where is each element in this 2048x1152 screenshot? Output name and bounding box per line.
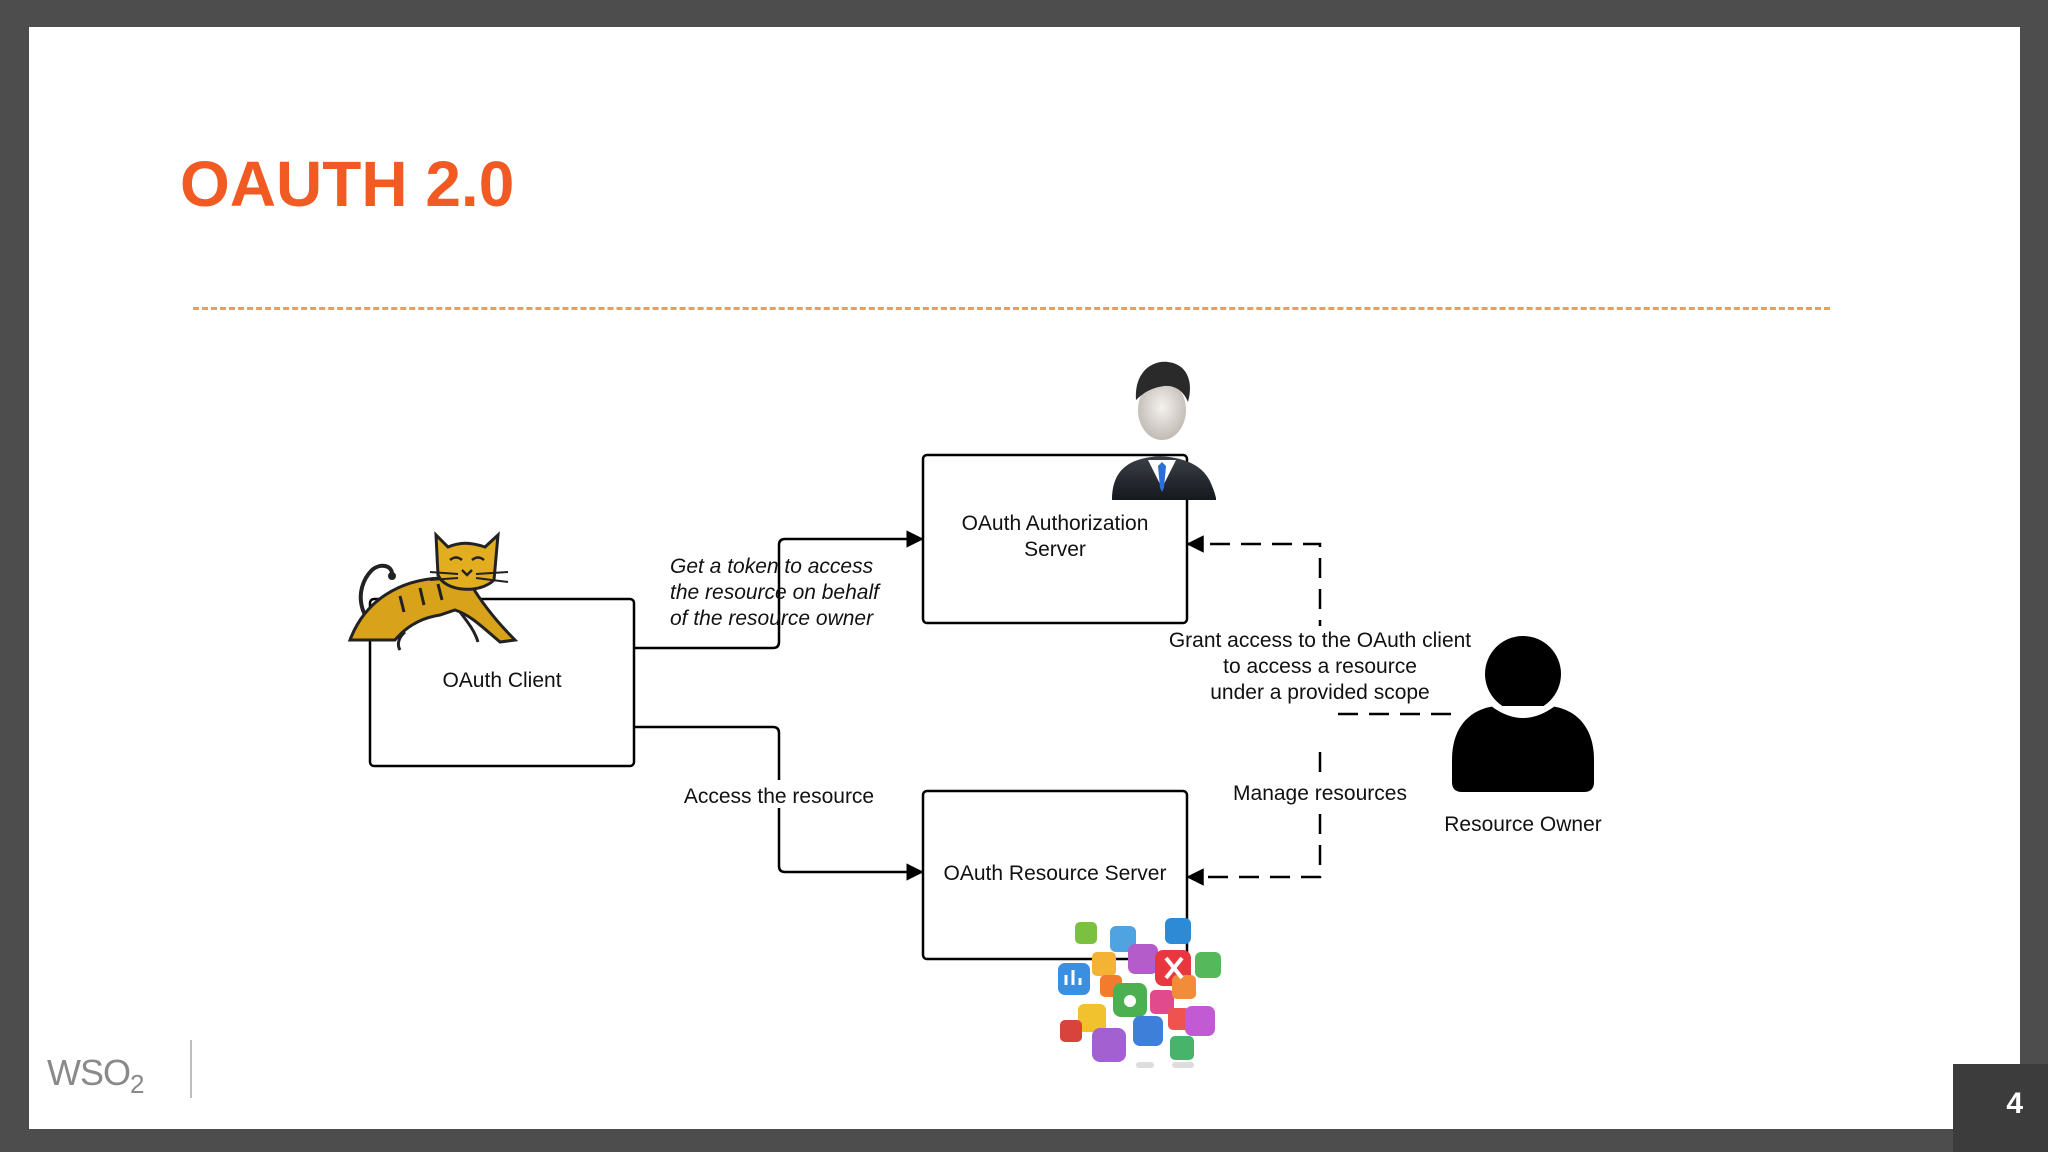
app-icons-cluster — [1058, 918, 1221, 1068]
wso2-logo: WSO2 — [47, 1052, 145, 1100]
tomcat-cat-icon — [347, 531, 519, 651]
grant-access-arrow — [1186, 535, 1322, 640]
resource-owner-label: Resource Owner — [1444, 813, 1602, 836]
slide-title: OAUTH 2.0 — [180, 148, 515, 220]
manage-resources-label: Manage resources — [1233, 782, 1407, 805]
logo-subscript: 2 — [130, 1069, 145, 1099]
user-silhouette-icon — [1452, 636, 1594, 792]
grant-label-line1: Grant access to the OAuth client — [1169, 629, 1471, 652]
access-resource-label: Access the resource — [684, 785, 874, 808]
manage-label-bg — [1222, 774, 1418, 804]
grant-label-line3: under a provided scope — [1210, 681, 1430, 704]
auth-server-label-line1: OAuth Authorization — [962, 512, 1149, 535]
page-number: 4 — [2006, 1087, 2023, 1120]
logo-text: WSO — [47, 1052, 131, 1093]
token-label-line2: the resource on behalf — [670, 581, 881, 604]
grant-label-bg — [1160, 626, 1480, 708]
token-label-line3: of the resource owner — [670, 607, 874, 630]
token-label-line1: Get a token to access — [670, 555, 874, 578]
oauth-client-box — [368, 597, 636, 768]
page-number-box — [1953, 1064, 2048, 1152]
token-request-arrow — [634, 530, 924, 650]
grant-label-line2: to access a resource — [1223, 655, 1417, 678]
title-divider — [193, 307, 1830, 310]
businessman-icon — [1110, 361, 1216, 500]
resource-server-label: OAuth Resource Server — [944, 862, 1167, 885]
footer-divider — [190, 1040, 192, 1098]
auth-server-label-line2: Server — [1024, 538, 1086, 561]
manage-resources-arrow — [1186, 752, 1322, 886]
access-label-bg — [677, 780, 877, 808]
oauth-client-label: OAuth Client — [442, 669, 561, 692]
